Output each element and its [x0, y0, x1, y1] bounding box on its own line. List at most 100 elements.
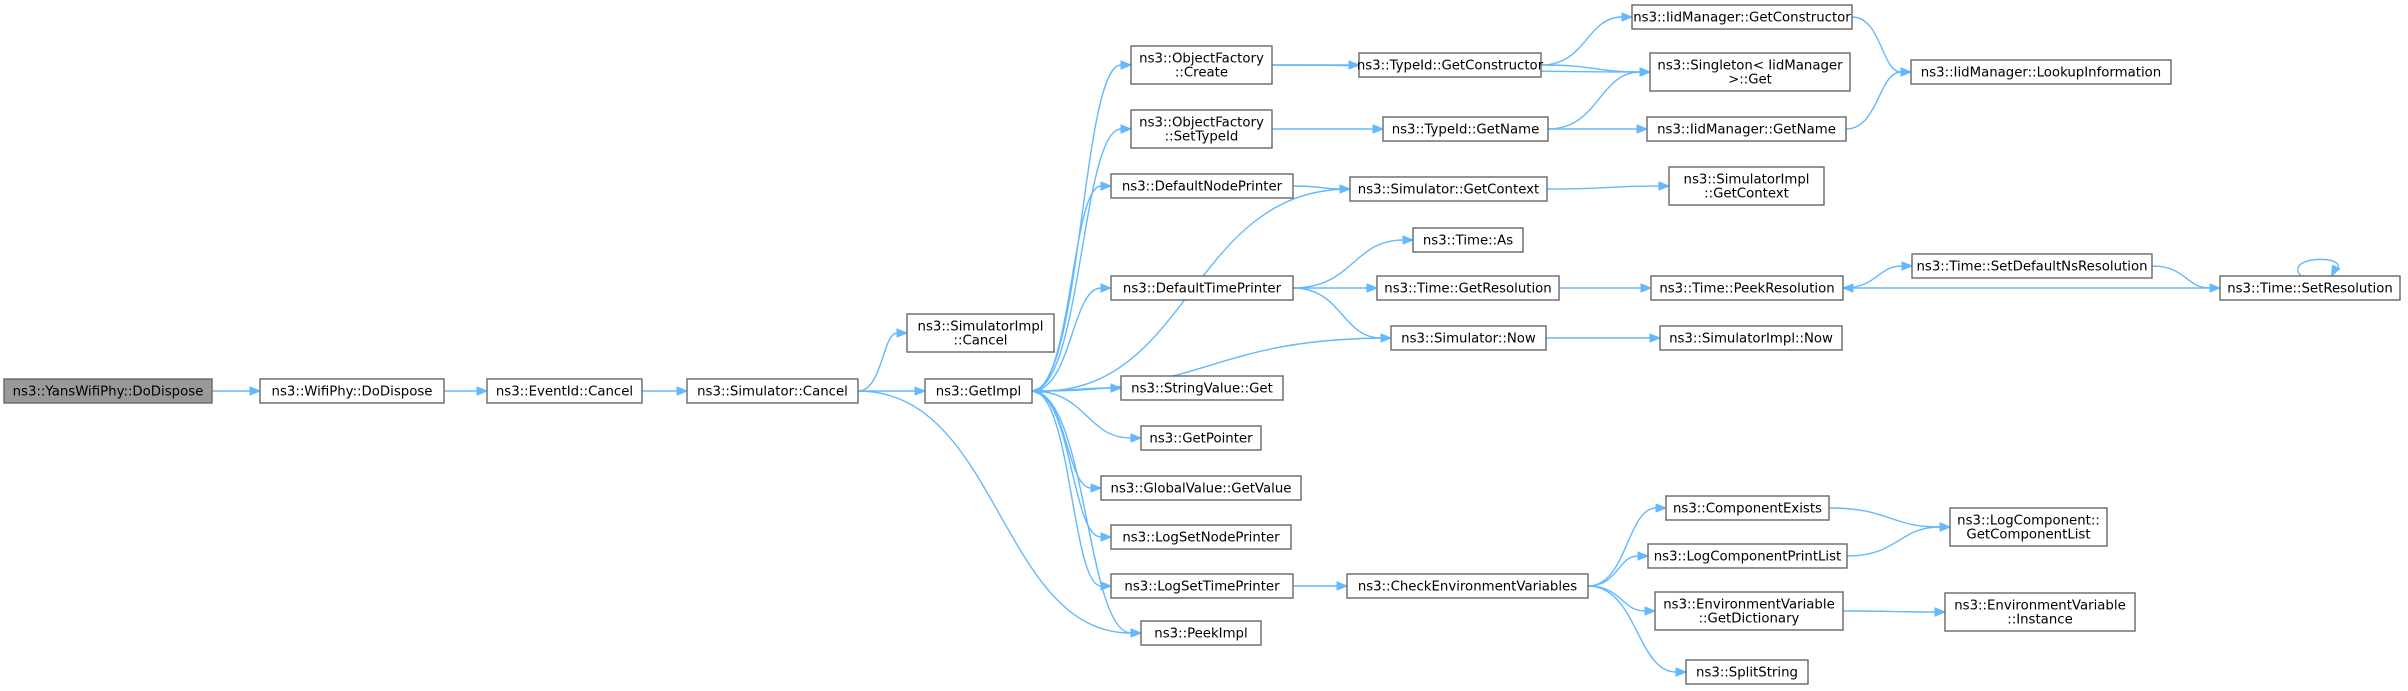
edge-arrowhead — [1100, 283, 1113, 293]
node-box — [1120, 375, 1284, 401]
edge-n5-n8 — [1031, 124, 1133, 392]
function-node[interactable]: ns3::LogComponent::GetComponentList — [1949, 507, 2108, 547]
function-node[interactable]: ns3::EnvironmentVariable::GetDictionary — [1654, 591, 1844, 631]
function-node[interactable]: ns3::SplitString — [1685, 659, 1809, 685]
edge-n0-n1 — [212, 386, 262, 396]
edge-arrowhead — [1841, 283, 1854, 293]
edge-line — [1031, 390, 1132, 439]
node-label: ns3::LogSetNodePrinter — [1122, 531, 1280, 546]
node-box — [1654, 591, 1844, 631]
edge-n17-n25 — [1547, 124, 1649, 134]
function-node[interactable]: ns3::ObjectFactory::SetTypeId — [1130, 109, 1273, 149]
function-node[interactable]: ns3::SimulatorImpl::Now — [1659, 325, 1843, 351]
edge-arrowhead — [1372, 124, 1385, 134]
function-node[interactable]: ns3::Time::As — [1412, 227, 1524, 253]
node-label: >::Get — [1728, 73, 1772, 88]
node-label: ns3::PeekImpl — [1154, 627, 1247, 642]
function-node[interactable]: ns3::TypeId::GetConstructor — [1357, 52, 1544, 78]
node-label: ns3::TypeId::GetConstructor — [1357, 59, 1544, 74]
node-label: ns3::SimulatorImpl — [918, 320, 1044, 335]
function-node[interactable]: ns3::Time::SetResolution — [2219, 275, 2401, 301]
edge-arrowhead — [1900, 67, 1913, 77]
function-node[interactable]: ns3::PeekImpl — [1140, 620, 1262, 646]
function-node[interactable]: ns3::Time::SetDefaultNsResolution — [1911, 253, 2153, 279]
edge-arrowhead — [1402, 235, 1415, 245]
edge-n8-n17 — [1271, 124, 1385, 134]
node-box — [259, 378, 445, 404]
function-node[interactable]: ns3::IidManager::GetName — [1646, 116, 1847, 142]
edge-line — [1540, 16, 1623, 66]
edge-n5-n10 — [1031, 283, 1113, 392]
node-box — [1646, 116, 1847, 142]
function-node[interactable]: ns3::StringValue::Get — [1120, 375, 1284, 401]
edge-arrowhead — [1130, 628, 1143, 638]
function-node[interactable]: ns3::DefaultTimePrinter — [1110, 275, 1294, 301]
edge-line — [857, 390, 1132, 634]
function-node[interactable]: ns3::Simulator::GetContext — [1349, 176, 1548, 202]
function-node[interactable]: ns3::Time::GetResolution — [1376, 275, 1560, 301]
function-node[interactable]: ns3::TypeId::GetName — [1382, 116, 1549, 142]
edge-n2-n3 — [642, 386, 689, 396]
call-nodes: ns3::YansWifiPhy::DoDispose ns3::WifiPhy:… — [3, 4, 2401, 685]
function-node[interactable]: ns3::Simulator::Cancel — [686, 378, 859, 404]
edge-n20-n27 — [1559, 283, 1653, 293]
function-node[interactable]: ns3::GetPointer — [1140, 425, 1262, 451]
edge-n5-n15 — [1031, 390, 1113, 591]
edge-arrowhead — [1030, 386, 1043, 396]
function-node[interactable]: ns3::ObjectFactory::Create — [1130, 45, 1273, 85]
node-label: ns3::LogComponent:: — [1957, 514, 2100, 529]
function-node[interactable]: ns3::WifiPhy::DoDispose — [259, 378, 445, 404]
node-label: ns3::IidManager::GetConstructor — [1633, 11, 1851, 26]
edge-line — [1031, 390, 1132, 634]
node-label: ns3::YansWifiPhy::DoDispose — [13, 385, 204, 400]
edge-arrowhead — [1637, 551, 1650, 561]
node-box — [1130, 109, 1273, 149]
node-box — [1911, 253, 2153, 279]
edge-line — [1031, 128, 1122, 392]
node-box — [1376, 275, 1560, 301]
edge-n17-n24 — [1547, 67, 1652, 130]
edge-line — [1031, 185, 1102, 392]
edge-line — [1828, 507, 1941, 528]
function-node[interactable]: ns3::CheckEnvironmentVariables — [1346, 573, 1589, 599]
edge-line — [1292, 239, 1404, 289]
function-node[interactable]: ns3::LogComponentPrintList — [1647, 543, 1848, 569]
edge-n5-n14 — [1031, 390, 1113, 542]
function-node[interactable]: ns3::Time::PeekResolution — [1650, 275, 1844, 301]
edge-line — [1546, 185, 1660, 190]
node-label: ns3::Time::PeekResolution — [1659, 282, 1834, 297]
edge-n3-n4 — [857, 328, 909, 392]
node-label: ns3::TypeId::GetName — [1392, 123, 1540, 138]
node-label: ns3::WifiPhy::DoDispose — [272, 385, 433, 400]
edge-n22-n29 — [1587, 503, 1668, 587]
function-node[interactable]: ns3::YansWifiPhy::DoDispose — [3, 378, 213, 404]
node-label: ::GetContext — [1704, 187, 1789, 202]
node-label: ns3::EnvironmentVariable — [1954, 599, 2126, 614]
function-node[interactable]: ns3::Simulator::Now — [1390, 325, 1547, 351]
node-box — [1659, 325, 1843, 351]
function-node[interactable]: ns3::GetImpl — [924, 378, 1033, 404]
edge-arrowhead — [1100, 532, 1113, 542]
edge-line — [1845, 71, 1902, 130]
function-node[interactable]: ns3::LogSetTimePrinter — [1110, 573, 1294, 599]
function-node[interactable]: ns3::GlobalValue::GetValue — [1100, 475, 1302, 501]
function-node[interactable]: ns3::SimulatorImpl::GetContext — [1668, 166, 1825, 206]
function-node[interactable]: ns3::Singleton< IidManager >::Get — [1649, 52, 1851, 92]
node-label: ns3::SimulatorImpl — [1684, 173, 1810, 188]
node-label: ns3::LogSetTimePrinter — [1124, 580, 1280, 595]
node-box — [1412, 227, 1524, 253]
function-node[interactable]: ns3::IidManager::LookupInformation — [1910, 59, 2172, 85]
function-node[interactable]: ns3::ComponentExists — [1665, 495, 1830, 521]
node-label: ns3::ComponentExists — [1673, 502, 1822, 517]
edge-line — [1031, 390, 1092, 489]
edge-line — [1031, 390, 1102, 538]
node-box — [1110, 173, 1294, 199]
function-node[interactable]: ns3::EventId::Cancel — [486, 378, 643, 404]
edge-line — [2151, 265, 2211, 289]
function-node[interactable]: ns3::SimulatorImpl::Cancel — [906, 313, 1055, 353]
function-node[interactable]: ns3::DefaultNodePrinter — [1110, 173, 1294, 199]
function-node[interactable]: ns3::EnvironmentVariable::Instance — [1944, 592, 2136, 632]
node-label: ns3::Time::GetResolution — [1384, 282, 1551, 297]
function-node[interactable]: ns3::IidManager::GetConstructor — [1631, 4, 1853, 30]
function-node[interactable]: ns3::LogSetNodePrinter — [1110, 524, 1292, 550]
